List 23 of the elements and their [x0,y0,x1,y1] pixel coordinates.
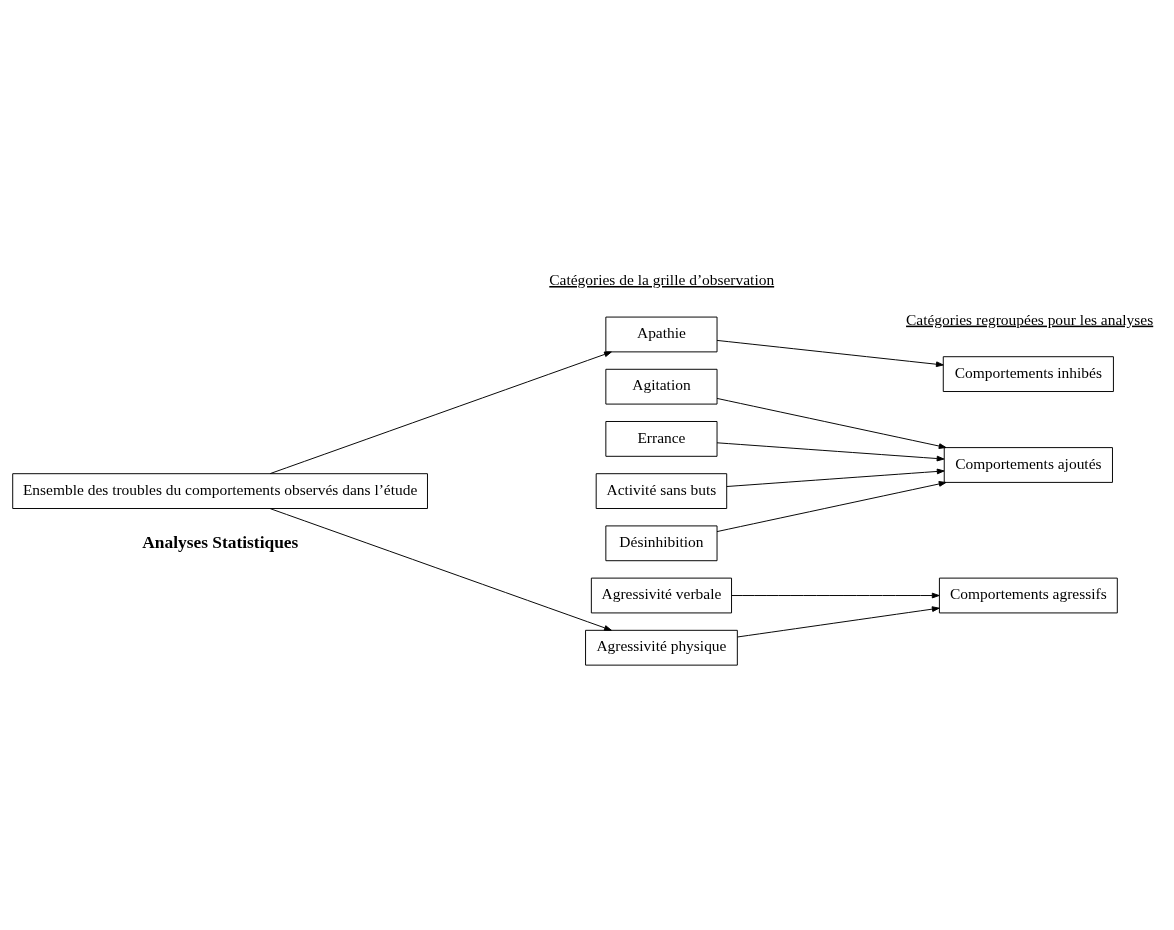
node-box: Activité sans buts [595,473,728,509]
node-box: Comportements inhibés [942,356,1114,392]
label: Catégories de la grille d’observation [549,270,775,288]
node-box: Errance [605,421,718,457]
node-box: Comportements agressifs [938,577,1118,614]
arrow [269,508,612,631]
node-box: Apathie [605,316,718,353]
node-box: Comportements ajoutés [943,447,1113,483]
label: Catégories regroupées pour les analyses [906,310,1154,328]
arrow [716,481,947,533]
node-box: Agitation [605,368,718,405]
arrow [731,592,940,599]
arrow [716,442,945,462]
arrow [716,397,947,449]
arrow [269,351,612,475]
node-box: Agressivité physique [585,629,738,666]
label: Analyses Statistiques [142,531,299,552]
arrow [716,339,944,368]
arrow [737,606,940,638]
node-box: Agressivité verbale [590,577,733,614]
arrow [726,468,945,487]
node-box: Désinhibition [605,525,718,562]
node-box: Ensemble des troubles du comportements observés dans l’étude [12,473,428,509]
